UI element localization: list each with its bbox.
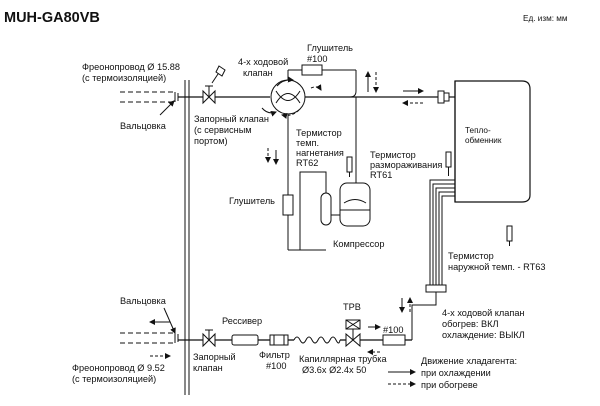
filter-icon bbox=[269, 334, 289, 346]
muffler-left-label: Глушитель bbox=[229, 196, 275, 206]
capillary-icon bbox=[293, 336, 341, 344]
compressor-label: Компрессор bbox=[333, 239, 385, 249]
heat-exchanger bbox=[449, 80, 531, 203]
units-label: Ед. изм: мм bbox=[523, 14, 568, 23]
service-valve-label-2: (с сервисным bbox=[194, 125, 252, 135]
four-way-state-3: охлаждение: ВЫКЛ bbox=[442, 330, 525, 340]
flow-legend-title: Движение хладагента: bbox=[421, 356, 517, 366]
receiver-label: Рессивер bbox=[222, 316, 263, 326]
filter-label: Фильтр bbox=[259, 350, 290, 360]
flare-bottom-label: Вальцовка bbox=[120, 296, 166, 306]
muffler-top-size: #100 bbox=[307, 54, 328, 64]
liquid-pipe-label: Фреонопровод Ø 9.52 bbox=[72, 363, 165, 373]
service-valve-label-1: Запорный клапан bbox=[194, 114, 269, 124]
compressor-circuit bbox=[282, 97, 371, 251]
thermistor-discharge-2: темп. bbox=[296, 138, 320, 148]
heat-exchanger-label-1: Тепло- bbox=[465, 126, 491, 135]
service-valve-liquid-icon bbox=[202, 329, 216, 348]
gas-pipe-label: Фреонопровод Ø 15.88 bbox=[82, 62, 180, 72]
flow-arrows-four-way bbox=[261, 71, 424, 119]
flow-arrows-compressor bbox=[265, 148, 279, 165]
trv-label: ТРВ bbox=[343, 302, 361, 312]
thermistor-defrost-1: Термистор bbox=[370, 150, 416, 160]
muffler-bottom-icon bbox=[382, 334, 406, 346]
flow-legend-heating: при обогреве bbox=[421, 380, 478, 390]
thermistor-discharge-4: RT62 bbox=[296, 158, 319, 168]
four-way-valve-icon bbox=[270, 70, 357, 180]
capillary-label-1: Капиллярная трубка bbox=[299, 354, 387, 364]
liquid-valve-label-2: клапан bbox=[193, 363, 223, 373]
flow-arrows-bottom bbox=[149, 297, 413, 359]
heat-exchanger-label-2: обменник bbox=[465, 136, 502, 145]
filter-size: #100 bbox=[266, 361, 287, 371]
boundary-line bbox=[184, 80, 190, 395]
thermistor-icons bbox=[346, 151, 513, 246]
service-valve-label-3: портом) bbox=[194, 136, 228, 146]
trv-icon bbox=[345, 319, 361, 348]
thermistor-defrost-3: RT61 bbox=[370, 170, 393, 180]
thermistor-defrost-2: размораживания bbox=[370, 160, 443, 170]
service-valve-gas-icon bbox=[202, 65, 226, 105]
legend-arrows bbox=[388, 369, 416, 387]
liquid-pipe-external bbox=[120, 332, 179, 344]
distributor-pipes bbox=[411, 179, 455, 340]
thermistor-discharge-3: нагнетания bbox=[296, 148, 344, 158]
liquid-valve-label-1: Запорный bbox=[193, 352, 236, 362]
model-title: MUH-GA80VB bbox=[4, 10, 100, 26]
capillary-label-2: Ø3.6x Ø2.4x 50 bbox=[302, 365, 367, 375]
flare-top-label: Вальцовка bbox=[120, 121, 166, 131]
four-way-label-1: 4-х ходовой bbox=[238, 57, 289, 67]
four-way-label-2: клапан bbox=[243, 68, 273, 78]
four-way-state-1: 4-х ходовой клапан bbox=[442, 308, 525, 318]
receiver-icon bbox=[231, 334, 259, 346]
thermistor-outdoor-2: наружной темп. - RT63 bbox=[448, 262, 546, 272]
hx-inlet-connector bbox=[437, 90, 450, 104]
thermistor-outdoor-1: Термистор bbox=[448, 251, 494, 261]
muffler-top-label: Глушитель bbox=[307, 43, 353, 53]
gas-pipe-external bbox=[120, 91, 179, 103]
gas-pipe-note: (с термоизоляцией) bbox=[82, 73, 167, 83]
muffler-top-pipe bbox=[287, 64, 356, 76]
flow-legend-cooling: при охлаждении bbox=[421, 368, 491, 378]
flare-pointers bbox=[159, 100, 176, 334]
thermistor-discharge-1: Термистор bbox=[296, 128, 342, 138]
muffler-bottom-size: #100 bbox=[383, 325, 404, 335]
four-way-state-2: обогрев: ВКЛ bbox=[442, 319, 499, 329]
liquid-pipe-note: (с термоизоляцией) bbox=[72, 374, 157, 384]
